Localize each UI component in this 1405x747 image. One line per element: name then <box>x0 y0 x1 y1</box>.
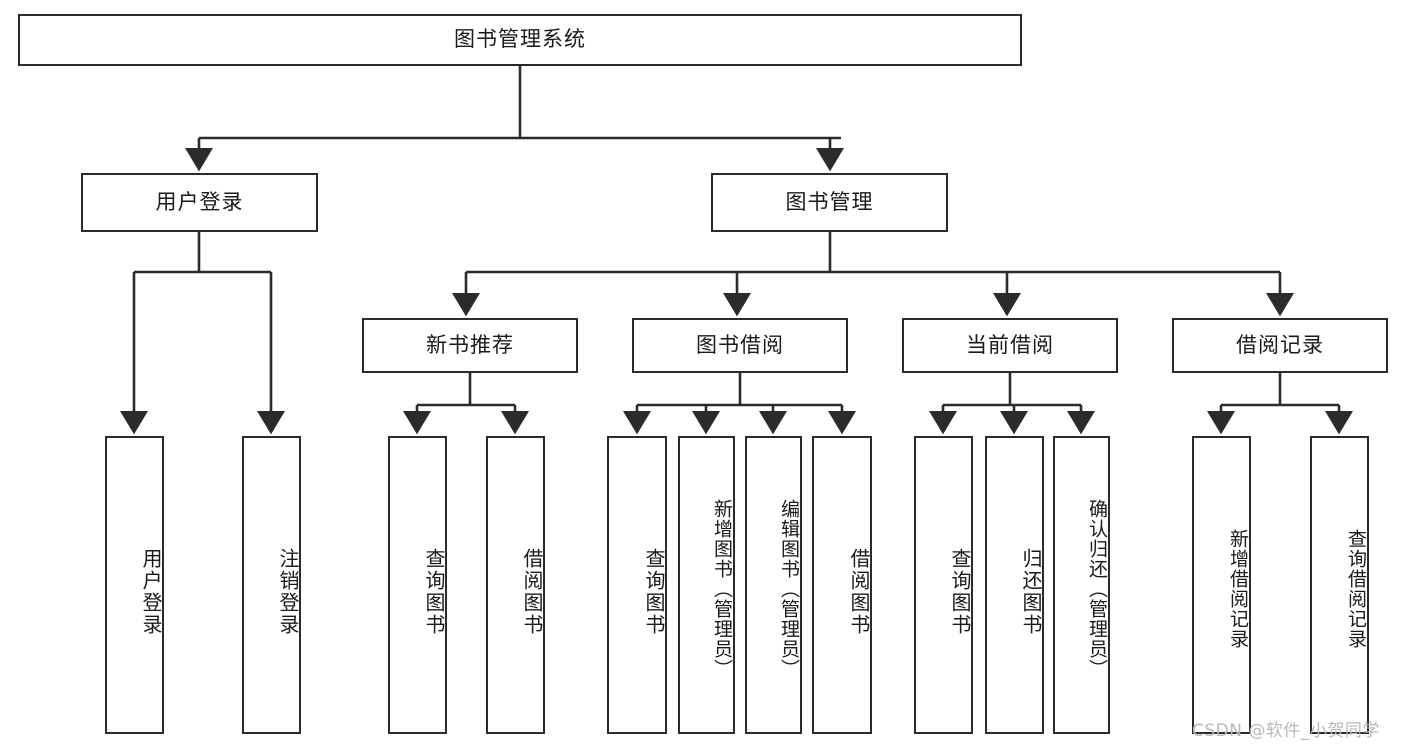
leaf-edit-book-admin[interactable]: 编辑图书（管理员） <box>745 436 802 734</box>
leaf-return-book[interactable]: 归还图书 <box>985 436 1044 734</box>
leaf-query-borrow-record[interactable]: 查询借阅记录 <box>1310 436 1369 734</box>
leaf-query-book-current[interactable]: 查询图书 <box>914 436 973 734</box>
node-current-borrow[interactable]: 当前借阅 <box>902 318 1118 373</box>
node-book-management[interactable]: 图书管理 <box>711 173 948 232</box>
leaf-add-borrow-record[interactable]: 新增借阅记录 <box>1192 436 1251 734</box>
node-root[interactable]: 图书管理系统 <box>18 14 1022 66</box>
csdn-watermark: CSDN @软件_小贺同学 <box>1192 721 1380 741</box>
leaf-confirm-return-admin[interactable]: 确认归还（管理员） <box>1053 436 1110 734</box>
node-book-borrow[interactable]: 图书借阅 <box>632 318 848 373</box>
leaf-user-login[interactable]: 用户登录 <box>105 436 164 734</box>
leaf-borrow-book[interactable]: 借阅图书 <box>812 436 872 734</box>
leaf-add-book-admin[interactable]: 新增图书（管理员） <box>678 436 735 734</box>
leaf-query-book-borrow[interactable]: 查询图书 <box>607 436 667 734</box>
node-user-login[interactable]: 用户登录 <box>81 173 318 232</box>
leaf-borrow-book-newbook[interactable]: 借阅图书 <box>486 436 545 734</box>
leaf-query-book-newbook[interactable]: 查询图书 <box>388 436 447 734</box>
node-new-book-recommend[interactable]: 新书推荐 <box>362 318 578 373</box>
leaf-user-logout[interactable]: 注销登录 <box>242 436 301 734</box>
node-borrow-records[interactable]: 借阅记录 <box>1172 318 1388 373</box>
